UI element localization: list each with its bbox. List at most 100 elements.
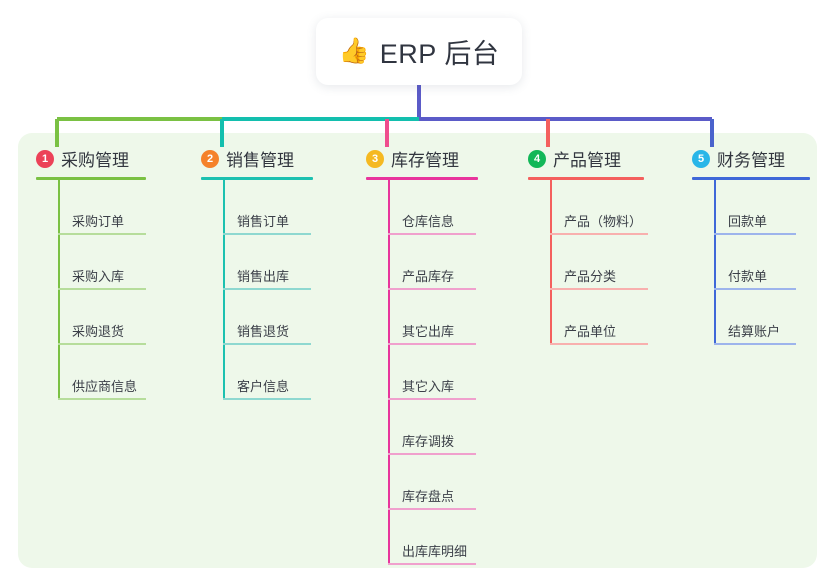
leaf-item-label: 客户信息 [237, 379, 290, 394]
branch-header-2[interactable]: 2 销售管理 [201, 146, 351, 171]
leaf-item-underline [223, 233, 311, 235]
leaf-item-underline [388, 508, 476, 510]
branch-title: 财务管理 [717, 151, 785, 170]
leaf-item[interactable]: 销售出库 [201, 235, 351, 290]
leaf-item-label: 仓库信息 [402, 214, 455, 229]
branch-spine [223, 180, 225, 400]
branch-header-1[interactable]: 1 采购管理 [36, 146, 186, 171]
leaf-item-underline [388, 398, 476, 400]
leaf-item-underline [58, 288, 146, 290]
leaf-item-underline [388, 233, 476, 235]
leaf-item-underline [550, 233, 648, 235]
branch-header-underline [528, 177, 644, 180]
branch-title: 采购管理 [61, 151, 129, 170]
leaf-item-label: 库存盘点 [402, 489, 455, 504]
branch-title: 库存管理 [391, 151, 459, 170]
branch-header-underline [201, 177, 313, 180]
leaf-item-label: 产品单位 [564, 324, 617, 339]
leaf-item-underline [58, 343, 146, 345]
branch-header-underline [366, 177, 478, 180]
leaf-item-underline [714, 233, 796, 235]
leaf-item[interactable]: 产品库存 [366, 235, 516, 290]
leaf-item-underline [388, 343, 476, 345]
branch-badge-icon: 2 [201, 149, 219, 168]
leaf-item[interactable]: 库存盘点 [366, 455, 516, 510]
leaf-item-label: 产品（物料） [564, 214, 643, 229]
root-node[interactable]: 👍 ERP 后台 [316, 18, 522, 85]
leaf-item-label: 产品分类 [564, 269, 617, 284]
leaf-item-label: 供应商信息 [72, 379, 138, 394]
branch-column-4: 4 产品管理产品（物料） 产品分类产品单位 [528, 146, 668, 345]
leaf-item-underline [58, 398, 146, 400]
branch-badge-icon: 4 [528, 149, 546, 168]
diagram-background-panel [18, 133, 817, 568]
leaf-item-underline [223, 343, 311, 345]
branch-item-list: 采购订单采购入库采购退货供应商信息 [36, 180, 186, 400]
leaf-item-label: 销售订单 [237, 214, 290, 229]
leaf-item[interactable]: 供应商信息 [36, 345, 186, 400]
branch-spine [550, 180, 552, 345]
leaf-item-label: 库存调拨 [402, 434, 455, 449]
leaf-item[interactable]: 销售订单 [201, 180, 351, 235]
leaf-item[interactable]: 产品单位 [528, 290, 668, 345]
leaf-item[interactable]: 回款单 [692, 180, 832, 235]
leaf-item-label: 销售退货 [237, 324, 290, 339]
leaf-item[interactable]: 采购订单 [36, 180, 186, 235]
leaf-item[interactable]: 产品分类 [528, 235, 668, 290]
leaf-item[interactable]: 其它入库 [366, 345, 516, 400]
branch-header-underline [36, 177, 146, 180]
leaf-item-label: 付款单 [728, 269, 768, 284]
leaf-item[interactable]: 仓库信息 [366, 180, 516, 235]
leaf-item-underline [388, 288, 476, 290]
leaf-item[interactable]: 其它出库 [366, 290, 516, 345]
leaf-item-label: 采购订单 [72, 214, 125, 229]
leaf-item[interactable]: 采购退货 [36, 290, 186, 345]
branch-item-list: 仓库信息产品库存其它出库其它入库库存调拨库存盘点出库库明细 [366, 180, 516, 565]
leaf-item-label: 回款单 [728, 214, 768, 229]
leaf-item-underline [550, 343, 648, 345]
leaf-item-underline [223, 398, 311, 400]
leaf-item[interactable]: 产品（物料） [528, 180, 668, 235]
branch-spine [388, 180, 390, 565]
leaf-item[interactable]: 出库库明细 [366, 510, 516, 565]
leaf-item-underline [223, 288, 311, 290]
branch-header-3[interactable]: 3 库存管理 [366, 146, 516, 171]
thumbs-up-icon: 👍 [338, 37, 370, 65]
leaf-item-label: 产品库存 [402, 269, 455, 284]
branch-column-5: 5 财务管理回款单付款单结算账户 [692, 146, 832, 345]
leaf-item[interactable]: 客户信息 [201, 345, 351, 400]
branch-column-2: 2 销售管理销售订单销售出库销售退货客户信息 [201, 146, 351, 400]
branch-title: 产品管理 [553, 151, 621, 170]
branch-header-5[interactable]: 5 财务管理 [692, 146, 832, 171]
branch-spine [58, 180, 60, 400]
leaf-item-underline [550, 288, 648, 290]
leaf-item-label: 其它入库 [402, 379, 455, 394]
leaf-item-label: 结算账户 [728, 324, 781, 339]
branch-item-list: 产品（物料） 产品分类产品单位 [528, 180, 668, 345]
leaf-item-label: 采购入库 [72, 269, 125, 284]
leaf-item-underline [58, 233, 146, 235]
leaf-item-underline [714, 343, 796, 345]
branch-title: 销售管理 [226, 151, 294, 170]
branch-badge-icon: 3 [366, 149, 384, 168]
branch-column-3: 3 库存管理仓库信息产品库存其它出库其它入库库存调拨库存盘点出库库明细 [366, 146, 516, 565]
leaf-item[interactable]: 付款单 [692, 235, 832, 290]
leaf-item[interactable]: 结算账户 [692, 290, 832, 345]
branch-spine [714, 180, 716, 345]
branch-column-1: 1 采购管理采购订单采购入库采购退货供应商信息 [36, 146, 186, 400]
leaf-item-underline [714, 288, 796, 290]
branch-header-underline [692, 177, 810, 180]
branch-header-4[interactable]: 4 产品管理 [528, 146, 668, 171]
branch-badge-icon: 5 [692, 149, 710, 168]
leaf-item[interactable]: 销售退货 [201, 290, 351, 345]
leaf-item-underline [388, 453, 476, 455]
leaf-item-label: 出库库明细 [402, 544, 468, 559]
branch-badge-icon: 1 [36, 149, 54, 168]
leaf-item-label: 采购退货 [72, 324, 125, 339]
branch-item-list: 回款单付款单结算账户 [692, 180, 832, 345]
leaf-item[interactable]: 库存调拨 [366, 400, 516, 455]
leaf-item-underline [388, 563, 476, 565]
leaf-item-label: 其它出库 [402, 324, 455, 339]
leaf-item[interactable]: 采购入库 [36, 235, 186, 290]
